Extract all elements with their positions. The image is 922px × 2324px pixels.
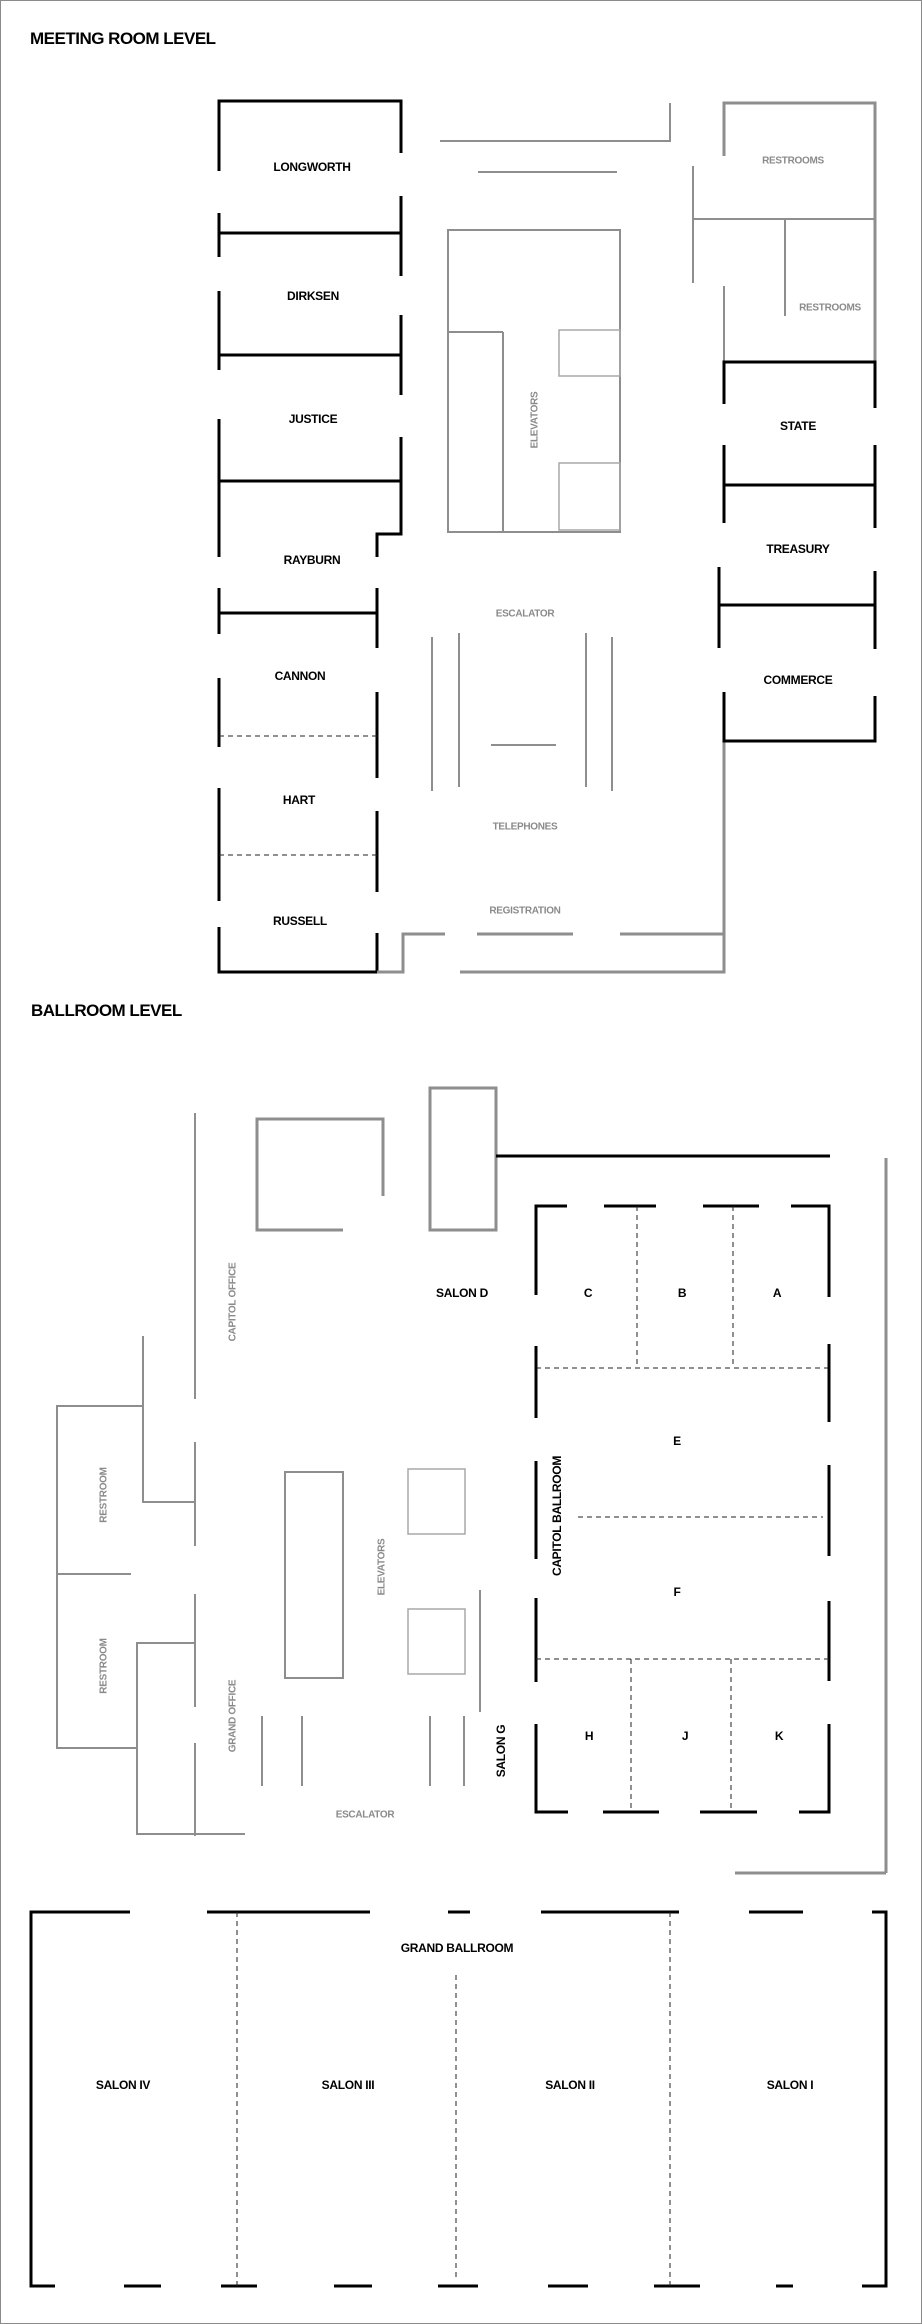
capitol-ballroom-walls: [534, 1204, 831, 1814]
room-capitol-ballroom[interactable]: CAPITOL BALLROOM: [550, 1455, 564, 1577]
meeting-level-title: MEETING ROOM LEVEL: [30, 29, 216, 48]
room-longworth-walls: [217, 99, 403, 276]
room-rayburn-walls: [217, 588, 379, 648]
central-service-walls: [377, 103, 726, 974]
grand-office-label[interactable]: GRAND OFFICE: [227, 1679, 239, 1753]
room-justice[interactable]: JUSTICE: [288, 412, 338, 426]
ballroom-level-walls: [29, 1086, 888, 2288]
meeting-level-walls: [217, 99, 877, 974]
room-salon-i[interactable]: SALON I: [766, 2078, 814, 2092]
room-salon-d[interactable]: SALON D: [436, 1286, 488, 1300]
room-treasury-walls: [717, 567, 877, 649]
room-state[interactable]: STATE: [779, 419, 817, 433]
room-justice-walls: [217, 419, 403, 557]
restrooms-label-1[interactable]: RESTROOMS: [762, 155, 824, 167]
room-section-j[interactable]: J: [681, 1729, 689, 1743]
room-section-b[interactable]: B: [677, 1286, 687, 1300]
ballroom-level-title: BALLROOM LEVEL: [31, 1001, 182, 1020]
room-rayburn[interactable]: RAYBURN: [283, 553, 341, 567]
elevators-label[interactable]: ELEVATORS: [529, 391, 541, 449]
escalator-label-ballroom[interactable]: ESCALATOR: [335, 1809, 395, 1821]
room-dirksen-walls: [217, 291, 403, 395]
restroom-label-1[interactable]: RESTROOM: [98, 1467, 110, 1523]
room-state-walls: [722, 360, 877, 528]
room-section-k[interactable]: K: [774, 1729, 784, 1743]
room-salon-iii[interactable]: SALON III: [321, 2078, 375, 2092]
room-commerce-walls: [722, 692, 877, 743]
room-salon-ii[interactable]: SALON II: [545, 2078, 595, 2092]
escalator-label[interactable]: ESCALATOR: [495, 608, 555, 620]
room-commerce[interactable]: COMMERCE: [763, 673, 833, 687]
room-russell[interactable]: RUSSELL: [273, 914, 327, 928]
restroom-label-2[interactable]: RESTROOM: [98, 1638, 110, 1694]
room-treasury[interactable]: TREASURY: [766, 542, 830, 556]
room-salon-iv[interactable]: SALON IV: [95, 2078, 151, 2092]
room-dirksen[interactable]: DIRKSEN: [287, 289, 339, 303]
elevators-label-ballroom[interactable]: ELEVATORS: [376, 1538, 388, 1596]
telephones-label[interactable]: TELEPHONES: [492, 821, 558, 833]
room-cannon[interactable]: CANNON: [274, 669, 326, 683]
registration-label[interactable]: REGISTRATION: [489, 905, 561, 917]
room-section-f[interactable]: F: [673, 1585, 681, 1599]
grand-ballroom-walls: [29, 1910, 888, 2288]
room-cannon-hart-russell-walls: [217, 678, 379, 974]
room-longworth[interactable]: LONGWORTH: [273, 160, 351, 174]
room-section-c[interactable]: C: [583, 1286, 593, 1300]
room-salon-g[interactable]: SALON G: [494, 1724, 508, 1778]
room-section-a[interactable]: A: [772, 1286, 782, 1300]
room-hart[interactable]: HART: [282, 793, 316, 807]
restrooms-walls: [692, 101, 877, 362]
restrooms-label-2[interactable]: RESTROOMS: [799, 302, 861, 314]
west-service-walls: [56, 1336, 481, 1836]
capitol-office-label[interactable]: CAPITOL OFFICE: [227, 1262, 239, 1342]
grand-ballroom-title[interactable]: GRAND BALLROOM: [400, 1941, 514, 1955]
room-section-h[interactable]: H: [584, 1729, 594, 1743]
room-section-e[interactable]: E: [673, 1434, 681, 1448]
